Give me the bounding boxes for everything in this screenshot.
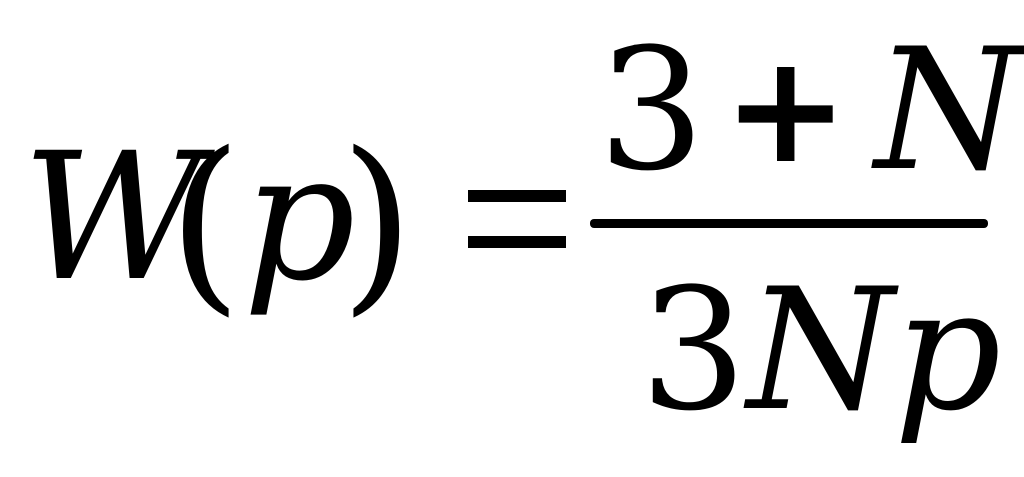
equals-sign-text: = — [0, 0, 1, 1]
denominator-coefficient: 3 — [640, 252, 747, 448]
close-parenthesis: ) — [340, 112, 415, 333]
function-argument: p — [243, 115, 356, 320]
open-parenthesis: ( — [168, 112, 243, 333]
denominator-variable-n: N — [746, 252, 894, 448]
function-symbol: W — [22, 115, 203, 320]
numerator-variable: N — [874, 12, 1022, 208]
denominator-variable-p: p — [893, 252, 1002, 448]
equals-bar-bottom — [468, 236, 566, 248]
plus-operator: + — [722, 23, 849, 197]
numerator-constant: 3 — [598, 12, 705, 208]
equals-bar-top — [468, 190, 566, 202]
fraction-numerator: 3 + N — [598, 12, 1022, 208]
fraction-denominator: 3 N p — [640, 252, 1001, 448]
fraction-bar — [590, 219, 988, 228]
